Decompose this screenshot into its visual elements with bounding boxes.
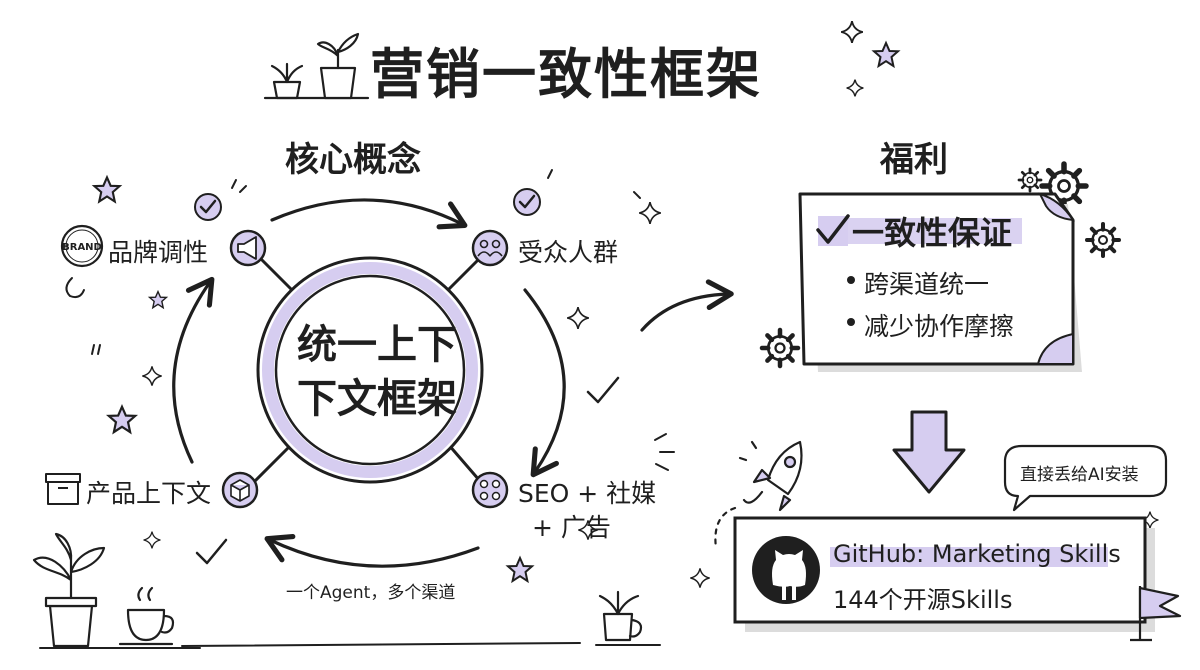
coffee-cup-icon	[118, 586, 175, 646]
github-repo-subtitle: 144个开源Skills	[833, 586, 1013, 614]
potted-plant-icon	[598, 590, 643, 642]
rocket-icon	[714, 440, 803, 550]
benefits-heading: 福利	[880, 140, 948, 180]
node-product-context: 产品上下文	[86, 479, 212, 508]
speech-bubble-text: 直接丢给AI安装	[1020, 465, 1139, 485]
github-octocat-icon	[752, 536, 820, 604]
bullet-dots	[847, 276, 855, 326]
box-icon	[221, 471, 259, 509]
hub-label: 统一上下 下文框架	[262, 318, 492, 426]
node-audience: 受众人群	[518, 238, 619, 267]
speech-bubble	[1003, 444, 1168, 512]
star-icon	[873, 42, 899, 67]
brand-stamp-label: BRAND	[62, 242, 102, 253]
flow-arrow	[640, 279, 734, 332]
potted-plant-icon	[263, 32, 370, 100]
brand-stamp-icon: BRAND	[60, 224, 104, 268]
central-hub	[256, 256, 484, 484]
benefits-card	[798, 192, 1082, 372]
network-icon	[471, 471, 509, 509]
core-concepts-heading: 核心概念	[285, 140, 421, 180]
checkmark-icon	[194, 193, 222, 221]
flag-icon	[1130, 586, 1182, 642]
checkmark-icon	[195, 376, 620, 565]
benefit-bullet-2: 减少协作摩擦	[864, 312, 1015, 341]
hub-label-line-2: 下文框架	[297, 376, 457, 422]
down-arrow-icon	[892, 410, 966, 494]
package-icon	[45, 473, 81, 505]
node-seo-social-ads: + 广告	[532, 513, 611, 542]
cycle-arrows	[172, 198, 566, 568]
checkmark-icon	[513, 188, 541, 216]
people-icon	[471, 229, 509, 267]
checkmark-icon	[816, 214, 850, 246]
star-icon	[840, 20, 865, 98]
potted-plant-icon	[32, 532, 106, 648]
ground-line	[39, 642, 661, 649]
benefit-bullet-1: 跨渠道统一	[864, 270, 990, 299]
hub-label-line-1: 统一上下	[297, 322, 457, 368]
benefit-card-title: 一致性保证	[852, 214, 1013, 252]
cycle-caption: 一个Agent，多个渠道	[286, 583, 456, 603]
doodle-marks	[65, 169, 675, 471]
node-seo-social: SEO + 社媒	[518, 479, 657, 508]
github-repo-name[interactable]: GitHub: Marketing Skills	[833, 540, 1121, 568]
megaphone-icon	[229, 229, 267, 267]
node-brand-tone: 品牌调性	[108, 238, 209, 267]
page-title: 营销一致性框架	[370, 43, 762, 106]
